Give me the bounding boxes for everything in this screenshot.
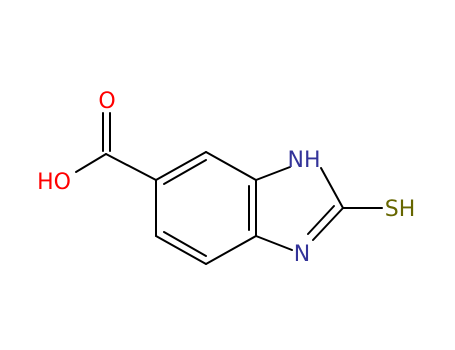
carbonyl-oxygen-label: O [98, 89, 115, 114]
bond-n-c2-double-b [307, 205, 335, 235]
bond-benzene-4 [205, 235, 257, 265]
amine-nh-label: NH [288, 148, 321, 173]
bond-lines [75, 112, 383, 265]
bond-benzene-5-inner [163, 231, 207, 257]
bond-n-c2-double-a [312, 207, 344, 241]
bond-benzene-5 [155, 235, 207, 265]
thiol-sh-label: SH [385, 197, 416, 222]
hydroxyl-label: HO [37, 170, 71, 195]
bond-c-oh [75, 153, 107, 173]
bond-c-nh [255, 166, 291, 181]
bond-benzene-1 [155, 151, 207, 181]
bond-benzene-1-inner [163, 159, 207, 185]
bond-c-n [255, 235, 293, 251]
bond-benzene-2 [205, 151, 257, 181]
bond-nh-c2 [320, 167, 344, 209]
atom-labels: O HO NH N SH [37, 89, 415, 267]
bond-ring-cooh [105, 153, 157, 181]
imine-n-label: N [294, 242, 310, 267]
